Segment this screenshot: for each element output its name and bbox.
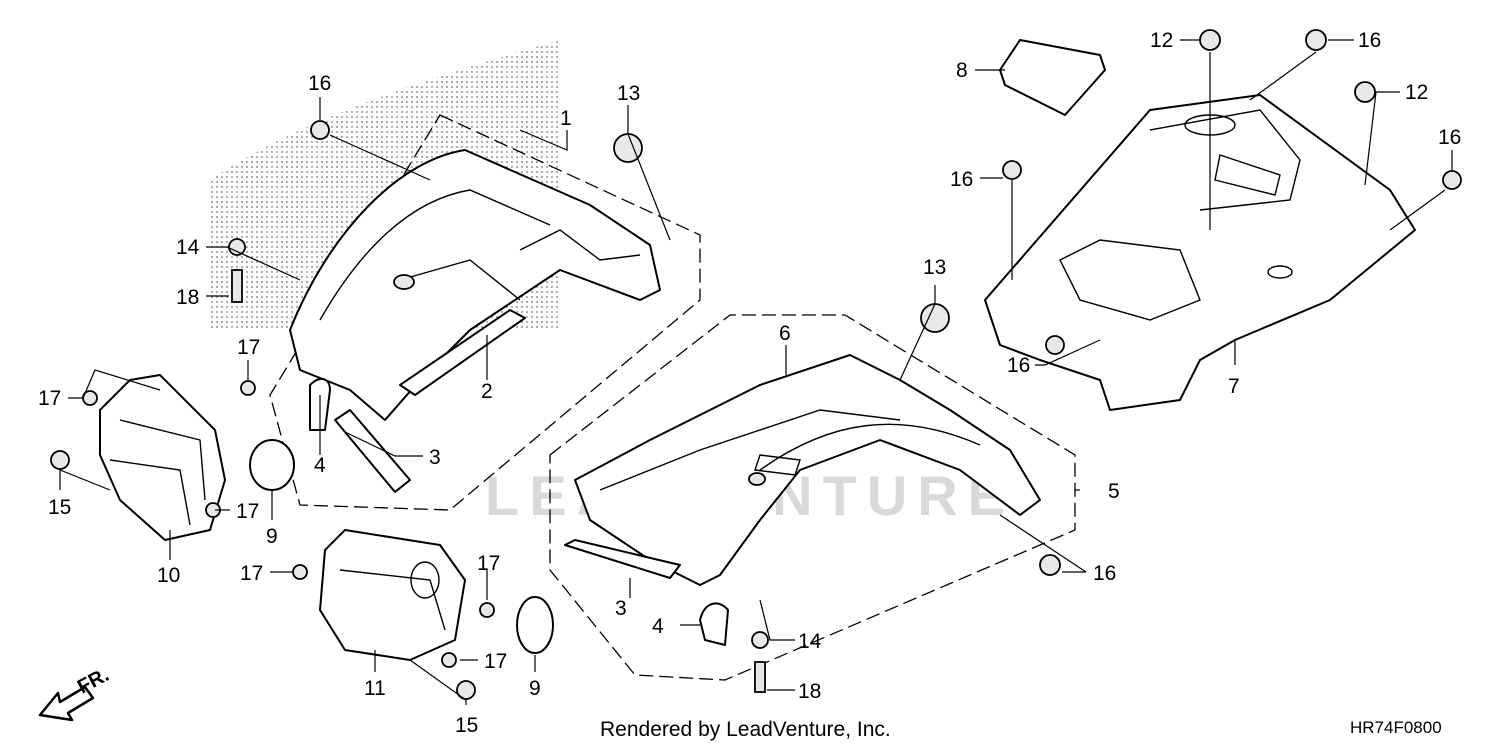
callout-13-a: 13 bbox=[617, 82, 640, 105]
callout-10: 10 bbox=[157, 564, 180, 587]
callout-8: 8 bbox=[956, 59, 968, 82]
callout-4-a: 4 bbox=[314, 454, 326, 477]
callout-7: 7 bbox=[1228, 375, 1240, 398]
callout-4-b: 4 bbox=[652, 615, 664, 638]
callout-18-a: 18 bbox=[176, 286, 199, 309]
callout-16-b: 16 bbox=[1093, 562, 1116, 585]
callout-12-b: 12 bbox=[1405, 81, 1428, 104]
callout-11: 11 bbox=[364, 677, 386, 700]
assembly-5-outline bbox=[549, 314, 1076, 681]
callout-15-a: 15 bbox=[48, 496, 71, 519]
callout-17-a: 17 bbox=[237, 336, 260, 359]
callout-17-e: 17 bbox=[477, 552, 500, 575]
callout-16-c: 16 bbox=[1358, 29, 1381, 52]
callout-17-b: 17 bbox=[38, 387, 61, 410]
callout-17-c: 17 bbox=[236, 500, 259, 523]
callout-16-f: 16 bbox=[1007, 354, 1030, 377]
assembly-1-outline bbox=[269, 114, 701, 511]
callout-6: 6 bbox=[779, 322, 791, 345]
foam-part-3-lower bbox=[564, 539, 681, 579]
callout-16-d: 16 bbox=[1438, 126, 1461, 149]
fender-part-6 bbox=[574, 354, 1041, 586]
callout-14-b: 14 bbox=[798, 630, 822, 653]
callout-9-a: 9 bbox=[266, 525, 278, 548]
foam-part-3-upper bbox=[334, 409, 411, 493]
airbox-part-10 bbox=[99, 374, 226, 541]
callout-16-a: 16 bbox=[308, 72, 331, 95]
callout-14-a: 14 bbox=[176, 236, 200, 259]
airbox-part-11 bbox=[319, 529, 466, 661]
callout-1: 1 bbox=[560, 107, 572, 130]
rendered-by-footer: Rendered by LeadVenture, Inc. bbox=[600, 718, 891, 741]
fastener-shapes bbox=[50, 29, 1462, 700]
ring-part-9-left bbox=[249, 439, 295, 491]
callout-3-a: 3 bbox=[429, 446, 441, 469]
callout-17-d: 17 bbox=[240, 562, 263, 585]
carrier-part-7 bbox=[984, 94, 1416, 411]
callout-16-e: 16 bbox=[950, 168, 973, 191]
callout-13-b: 13 bbox=[923, 256, 946, 279]
callout-12-a: 12 bbox=[1150, 29, 1173, 52]
callout-labels: 1 16 13 14 18 2 3 4 17 17 15 17 9 10 17 … bbox=[38, 29, 1461, 737]
callout-15-b: 15 bbox=[455, 714, 478, 737]
callout-2: 2 bbox=[481, 380, 493, 403]
ring-part-9-bottom bbox=[516, 596, 554, 654]
bracket-part-2 bbox=[399, 309, 526, 396]
cover-part-8 bbox=[999, 39, 1106, 116]
fender-inner-part-1 bbox=[289, 149, 661, 421]
callout-9-b: 9 bbox=[529, 677, 541, 700]
callout-3-b: 3 bbox=[615, 597, 627, 620]
front-direction-arrow: FR. bbox=[38, 664, 113, 722]
callout-18-b: 18 bbox=[798, 680, 821, 703]
leader-lines bbox=[59, 39, 1453, 705]
callout-5: 5 bbox=[1108, 480, 1120, 503]
diagram-code: HR74F0800 bbox=[1350, 718, 1442, 737]
callout-17-f: 17 bbox=[484, 650, 507, 673]
pad-part-4-lower bbox=[699, 602, 729, 646]
